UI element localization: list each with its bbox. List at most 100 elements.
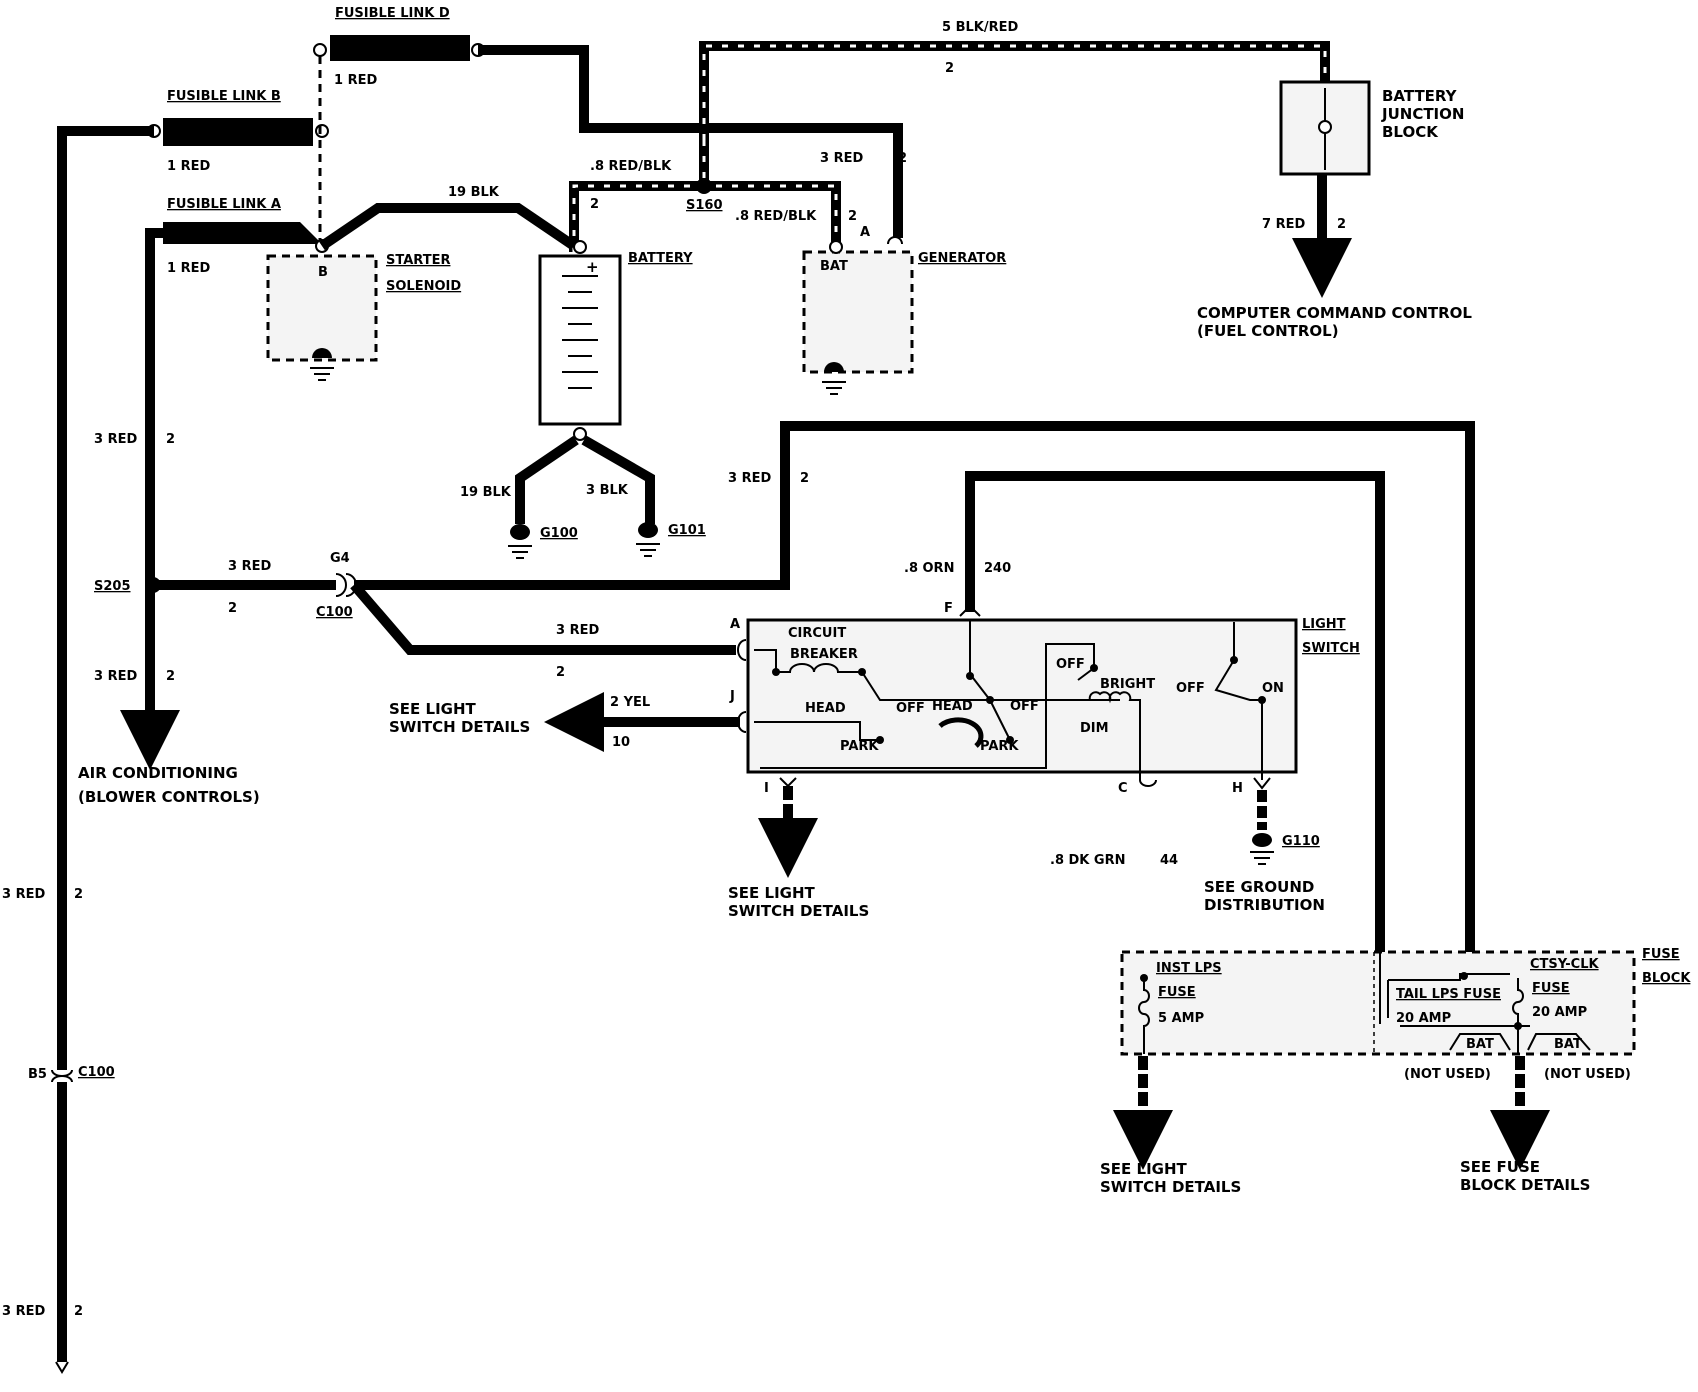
svg-text:TAIL LPS FUSE: TAIL LPS FUSE [1396,987,1501,1002]
battery-junction-label-1: BATTERY [1382,87,1458,105]
ground-g101: G101 [636,522,706,557]
wire-starter-battery [319,203,577,251]
svg-text:A: A [730,617,740,632]
svg-text:C: C [1118,781,1128,796]
wire-junction-red: 7 RED [1262,217,1305,232]
battery-junction-label-3: BLOCK [1382,123,1439,141]
dest-air-conditioning-2: (BLOWER CONTROLS) [78,788,260,806]
svg-text:OFF: OFF [896,701,925,716]
wire-ground-g100 [515,435,579,524]
generator-terminal: BAT [820,259,848,274]
wire-yel-circuit: 10 [612,735,630,750]
wire-junction-red-circuit: 2 [1337,217,1346,232]
wire-outer-red-2: 3 RED [2,1304,45,1319]
battery-label: BATTERY [628,251,693,266]
svg-text:PARK: PARK [840,739,879,754]
generator: A BAT GENERATOR [802,225,1006,395]
wire-left-red-lower-circuit: 2 [166,669,175,684]
wire-left-red-upper-circuit: 2 [166,432,175,447]
fusible-link-d-label: FUSIBLE LINK D [335,6,450,21]
svg-text:BREAKER: BREAKER [790,647,858,662]
wire-orn [965,471,1385,952]
svg-text:H: H [1232,781,1243,796]
wire-right-red-label: 3 RED [728,471,771,486]
svg-text:CIRCUIT: CIRCUIT [788,626,846,641]
svg-text:OFF: OFF [1010,699,1039,714]
svg-text:5 AMP: 5 AMP [1158,1011,1204,1026]
dest-see-ground-2: DISTRIBUTION [1204,896,1325,914]
starter-label-1: STARTER [386,253,450,268]
svg-text:CTSY-CLK: CTSY-CLK [1530,957,1599,972]
svg-text:F: F [944,601,953,616]
fuse-block: FUSE BLOCK INST LPS FUSE 5 AMP TAIL LPS … [1120,947,1691,1056]
fusible-link-a-wire: 1 RED [167,261,210,276]
svg-text:G110: G110 [1282,834,1320,849]
wire-ground-19: 19 BLK [460,485,512,500]
svg-text:HEAD: HEAD [932,699,973,714]
fusible-link-b-wire: 1 RED [167,159,210,174]
wire-red-blk-2: .8 RED/BLK [735,209,817,224]
dest-see-light-1a: SEE LIGHT [389,700,477,718]
dest-computer-2: (FUEL CONTROL) [1197,322,1339,340]
not-used-1: (NOT USED) [1404,1067,1491,1082]
battery-plus: + [586,258,599,276]
svg-text:BAT: BAT [1466,1037,1494,1052]
svg-text:PARK: PARK [980,739,1019,754]
c100-a: C100 [316,605,353,620]
dest-see-ground-1: SEE GROUND [1204,878,1314,896]
generator-label: GENERATOR [918,251,1006,266]
battery-junction-label-2: JUNCTION [1381,105,1464,123]
wire-s205-red-circuit: 2 [228,601,237,616]
dest-see-fuse-a: SEE FUSE [1460,1158,1540,1176]
svg-text:OFF: OFF [1176,681,1205,696]
splice-s160: S160 [686,198,723,213]
dest-see-fuse-b: BLOCK DETAILS [1460,1176,1590,1194]
wire-orn-circuit: 240 [984,561,1011,576]
wire-orn-label: .8 ORN [904,561,954,576]
wire-link-d-generator [478,45,903,238]
wire-outer-red [57,126,154,1070]
c100-pin-b5: B5 [28,1067,47,1082]
c100-pin-g4: G4 [330,551,350,566]
wire-gen-red: 3 RED [820,151,863,166]
dest-see-light-3b: SWITCH DETAILS [1100,1178,1241,1196]
wire-blk-red-label: 5 BLK/RED [942,20,1018,35]
wire-ls-red [350,581,736,655]
wire-ls-red-label: 3 RED [556,623,599,638]
c100-b: C100 [78,1065,115,1080]
fusible-link-a-label: FUSIBLE LINK A [167,197,281,212]
not-used-2: (NOT USED) [1544,1067,1631,1082]
wire-right-red [354,421,1475,952]
wire-left-red-upper: 3 RED [94,432,137,447]
svg-text:ON: ON [1262,681,1284,696]
wire-gen-red-circuit: 2 [898,151,907,166]
dest-see-light-2a: SEE LIGHT [728,884,816,902]
svg-text:INST LPS: INST LPS [1156,961,1222,976]
svg-text:G101: G101 [668,523,706,538]
svg-text:DIM: DIM [1080,721,1109,736]
svg-text:HEAD: HEAD [805,701,846,716]
fusible-link-b-label: FUSIBLE LINK B [167,89,281,104]
light-switch: LIGHT SWITCH A J F I C H CIRCUIT BREAKER… [729,601,1360,796]
wire-red-blk-1-circuit: 2 [590,197,599,212]
dest-air-conditioning-1: AIR CONDITIONING [78,764,238,782]
wire-starter-battery-label: 19 BLK [448,185,500,200]
battery: + BATTERY [538,240,693,441]
wire-left-red-lower: 3 RED [94,669,137,684]
fuse-block-label-1: FUSE [1642,947,1680,962]
splice-s205: S205 [94,579,131,594]
generator-pin: A [860,225,870,240]
wire-left-red [145,228,163,730]
fusible-link-a: FUSIBLE LINK A 1 RED [163,197,329,276]
fusible-link-d: FUSIBLE LINK D 1 RED [313,6,485,88]
svg-text:BRIGHT: BRIGHT [1100,677,1155,692]
wire-red-blk-2-circuit: 2 [848,209,857,224]
dest-computer-1: COMPUTER COMMAND CONTROL [1197,304,1472,322]
wire-s205-red: 3 RED [228,559,271,574]
svg-text:BAT: BAT [1554,1037,1582,1052]
svg-text:FUSE: FUSE [1532,981,1570,996]
dest-see-light-2b: SWITCH DETAILS [728,902,869,920]
wire-yel-label: 2 YEL [610,695,650,710]
starter-label-2: SOLENOID [386,279,461,294]
